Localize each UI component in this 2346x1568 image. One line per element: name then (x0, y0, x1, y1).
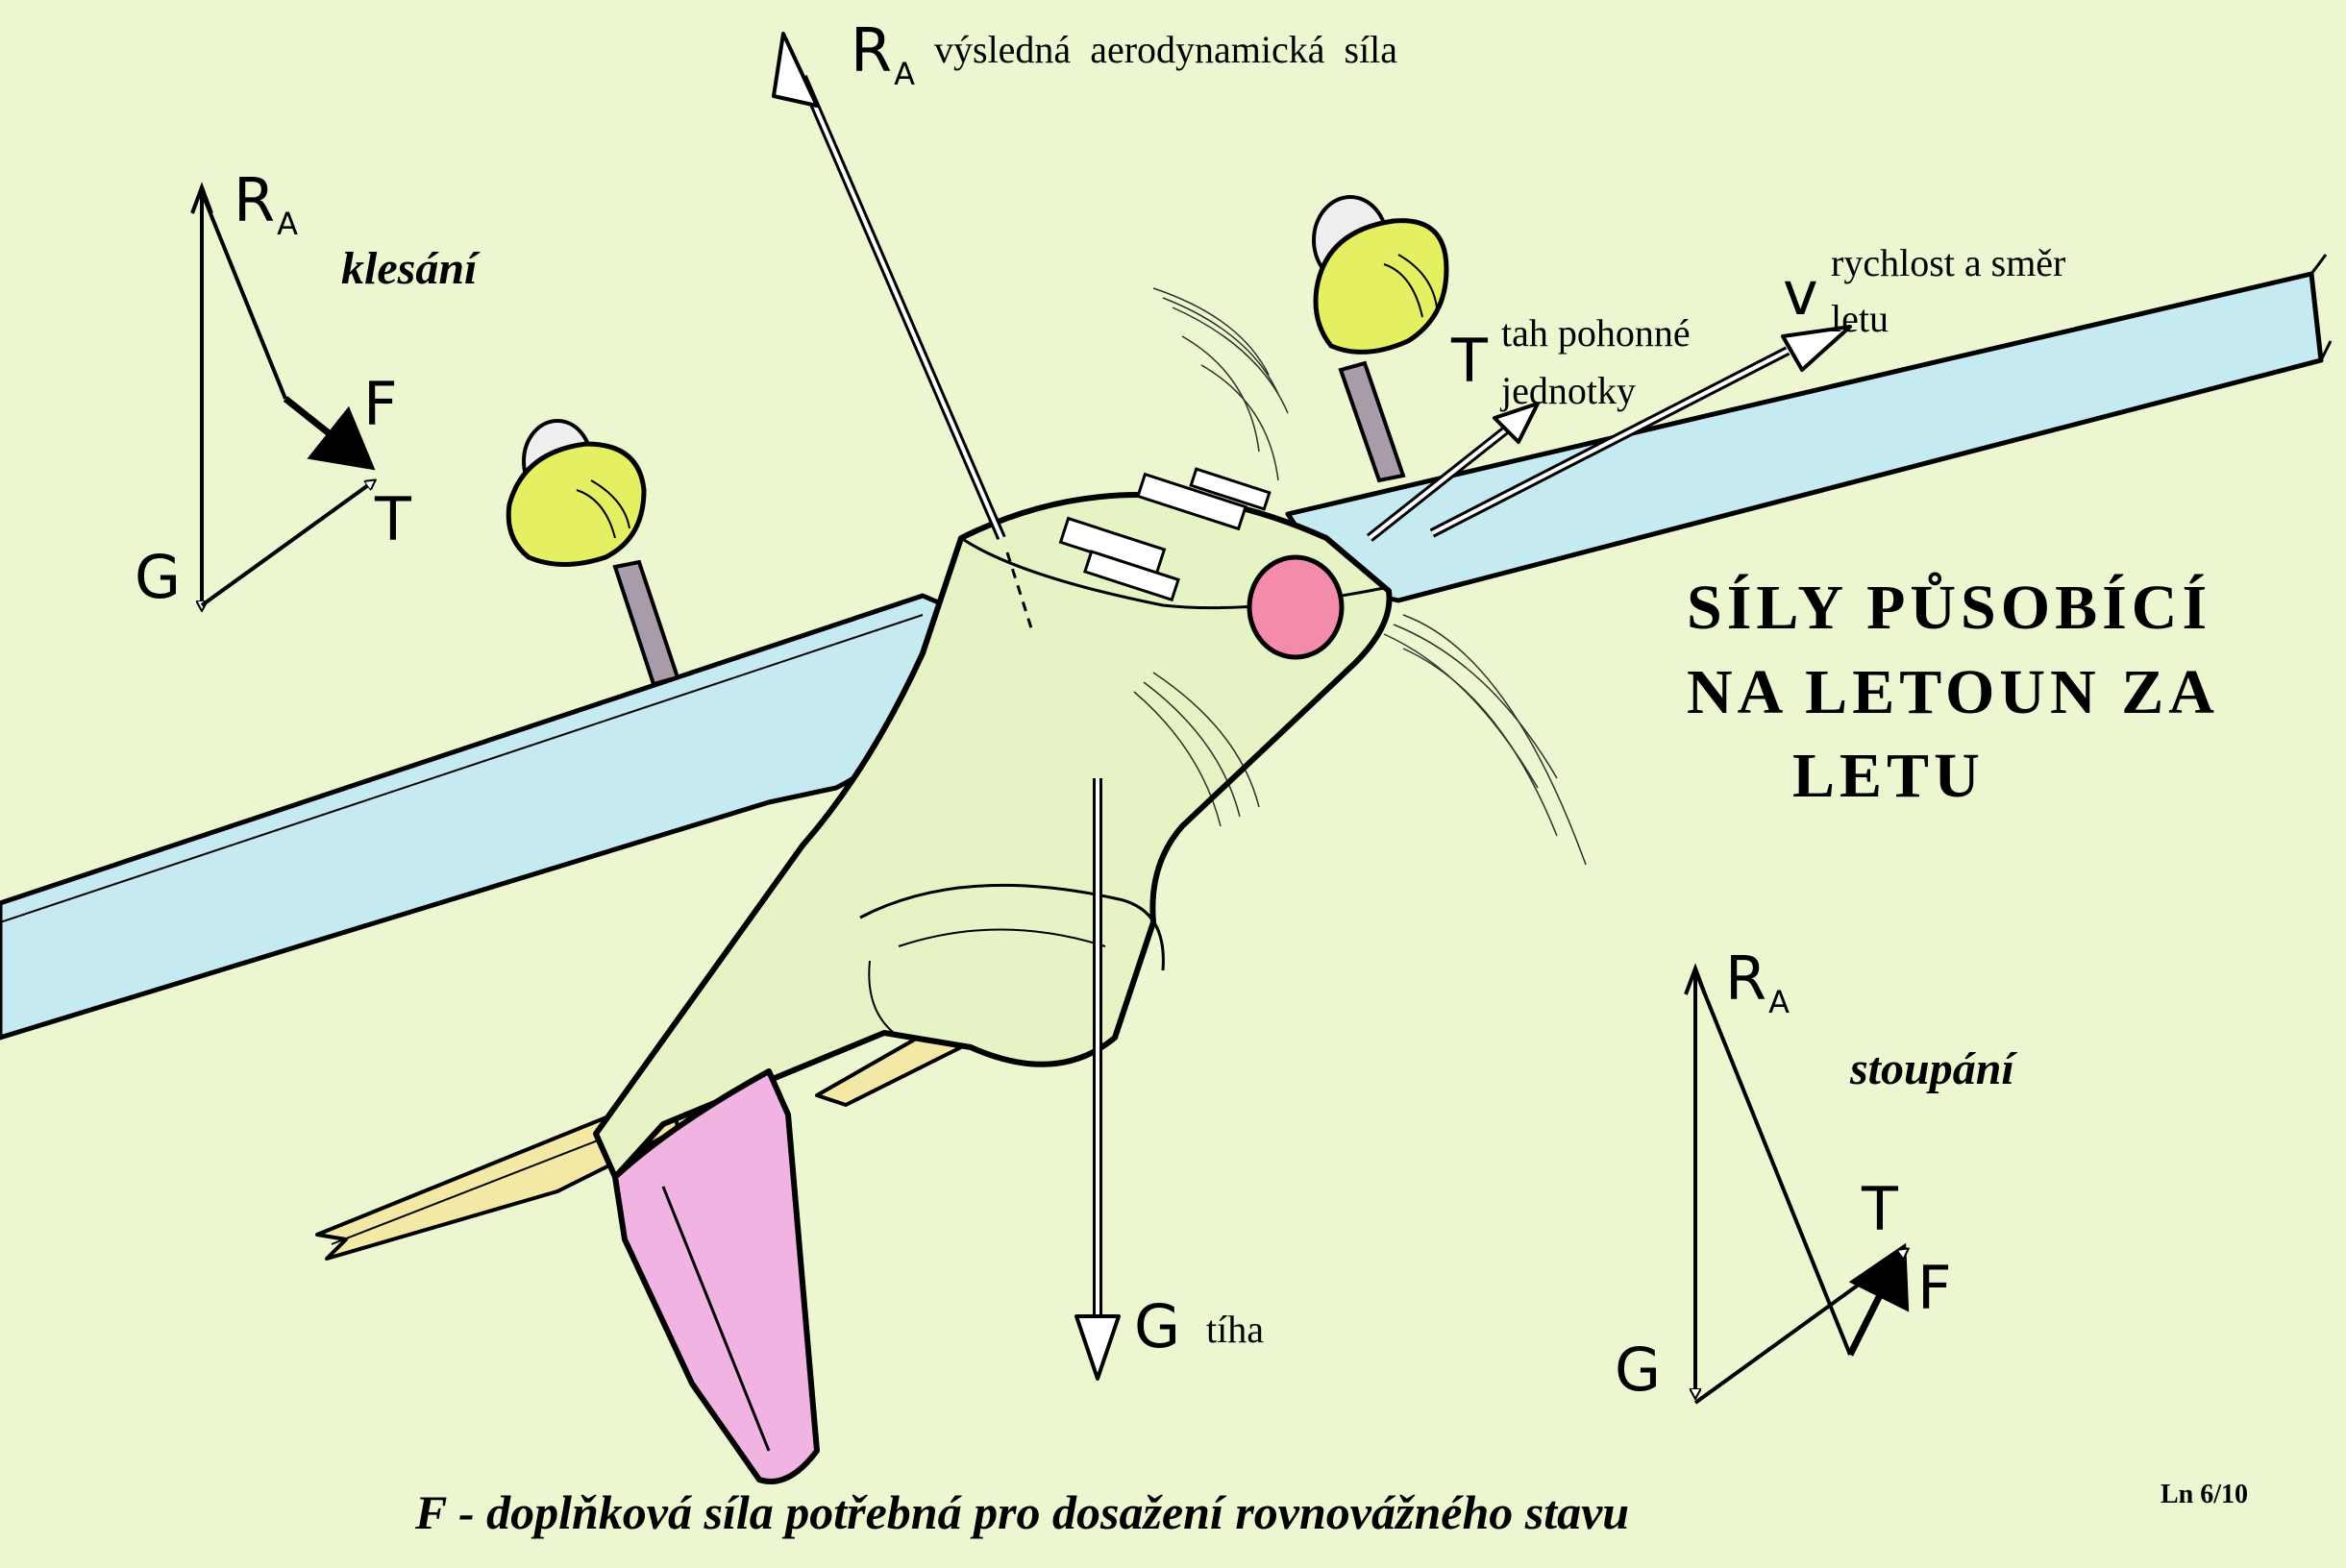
ra-arrow (772, 32, 1035, 635)
v-arrow (1429, 325, 1852, 538)
propeller-spinner (1247, 554, 1345, 660)
t-label-line2: jednotky (1501, 369, 1636, 412)
t-arrow (1366, 402, 1540, 542)
descent-f-symbol: F (363, 369, 398, 439)
descent-ra-symbol: RA (234, 165, 298, 242)
fuselage (593, 492, 1393, 1180)
page-reference: Ln 6/10 (2161, 1480, 2249, 1509)
descent-t-symbol: T (375, 484, 411, 554)
g-arrow (1074, 778, 1121, 1381)
climb-ra-symbol: RA (1725, 943, 1790, 1020)
fuselage-placards (1058, 467, 1272, 602)
left-engine-cowl (506, 441, 647, 567)
descent-caption: klesání (341, 243, 478, 294)
climb-g-symbol: G (1615, 1335, 1662, 1405)
descent-g-symbol: G (135, 542, 182, 612)
v-label-line2: letu (1831, 297, 1889, 340)
ra-symbol: RA (851, 15, 915, 92)
page-title-line2: NA LETOUN ZA (1687, 657, 2219, 727)
propeller-blur (1133, 287, 1587, 866)
climb-f-symbol: F (1917, 1253, 1952, 1323)
g-label: tíha (1206, 1308, 1264, 1351)
right-engine-pylon (1338, 360, 1406, 483)
t-symbol: T (1451, 326, 1488, 396)
vertical-fin (612, 1068, 820, 1484)
climb-caption: stoupání (1850, 1043, 2014, 1094)
page-title-line1: SÍLY PŮSOBÍCÍ (1687, 573, 2212, 643)
descent-force-triangle (190, 182, 375, 610)
right-engine-cowl (1313, 218, 1449, 355)
t-label-line1: tah pohonné (1501, 311, 1691, 355)
ra-label: výsledná aerodynamická síla (934, 28, 1398, 71)
g-symbol: G (1134, 1291, 1181, 1361)
v-symbol: v (1783, 258, 1818, 329)
page-title-line3: LETU (1792, 741, 1985, 811)
climb-t-symbol: T (1862, 1174, 1898, 1244)
v-label-line1: rychlost a směr (1831, 241, 2066, 284)
climb-force-triangle (1684, 963, 1908, 1405)
footer-note: F - doplňková síla potřebná pro dosažení… (415, 1485, 1630, 1539)
left-engine-pylon (612, 559, 680, 687)
